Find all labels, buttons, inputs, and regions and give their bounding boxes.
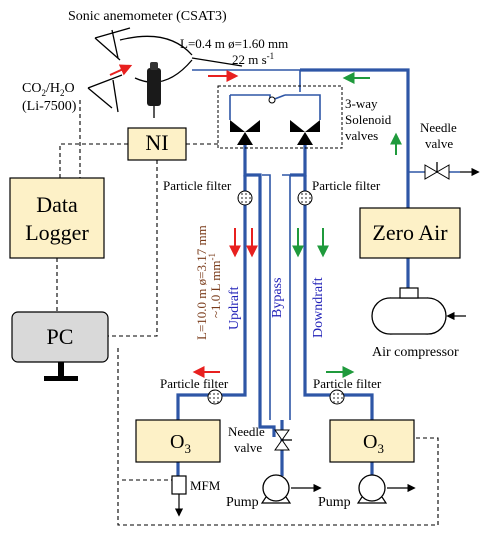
sensor-head [147,68,161,106]
particle-filter-left-top [237,190,253,206]
pc-base [44,376,78,381]
tube-spec-label-1: L=10.0 m ø=3.17 mm [194,225,209,340]
inflow-arrow [109,64,133,76]
o3-left-label: O3 [170,431,191,456]
pc-stand [58,362,64,376]
o3-analyzer-left [135,419,221,463]
inlet-spec-label: L=0.4 m ø=1.60 mm [180,36,288,51]
co2-h2o-label: CO2/H2O [22,81,75,98]
valves-label-2: Solenoid [345,112,392,127]
zero-air-label: Zero Air [372,220,448,245]
zero-air-box [359,207,461,259]
solenoid-valve-left [230,120,260,145]
downdraft-label: Downdraft [311,277,326,338]
particle-filter-right-top [297,190,313,206]
valves-label-3: valves [345,128,378,143]
tube-spec-label-2: ~1.0 L mm-1 [207,253,223,318]
data-logger-label-2: Logger [25,220,89,245]
signal-wiring [56,100,439,526]
data-logger-box [9,177,105,259]
pump-left-label: Pump [226,495,259,510]
air-compressor-label: Air compressor [372,345,459,360]
junction [268,96,276,104]
valves-label-1: 3-way [345,96,378,111]
needle-valve-bottom-label-2: valve [234,440,262,455]
pump-left [260,474,292,504]
li7500-label: (Li-7500) [22,99,77,114]
solenoid-valves-box [217,85,343,149]
needle-valve-bottom-label-1: Needle [228,424,265,439]
pump-right [356,474,388,504]
updraft-label: Updraft [227,286,242,330]
needle-valve-bottom [274,429,292,451]
solenoid-valve-right [290,120,320,145]
needle-valve-top-label-2: valve [425,136,453,151]
pc-label: PC [47,324,74,349]
mfm [171,475,187,495]
particle-filter-right-top-label: Particle filter [312,178,381,193]
needle-valve-top [424,162,450,180]
mfm-label: MFM [190,478,221,493]
bypass-label: Bypass [270,278,285,318]
needle-valve-top-label-1: Needle [420,120,457,135]
particle-filter-left-top-label: Particle filter [163,178,232,193]
o3-analyzer-right [329,419,415,463]
o3-right-label: O3 [363,431,384,456]
particle-filter-left-bottom-label: Particle filter [160,376,229,391]
sonic-anemometer: Sonic anemometer (CSAT3) [68,9,243,118]
sonic-anemometer-label: Sonic anemometer (CSAT3) [68,9,227,24]
pump-right-label: Pump [318,495,351,510]
data-logger-label-1: Data [36,192,78,217]
inlet-flow-label: 22 m s-1 [232,51,274,67]
particle-filter-right-bottom-label: Particle filter [313,376,382,391]
particle-filter-left-bottom [207,389,223,405]
ni-label: NI [145,130,168,155]
air-compressor [371,287,447,335]
particle-filter-right-bottom [329,389,345,405]
